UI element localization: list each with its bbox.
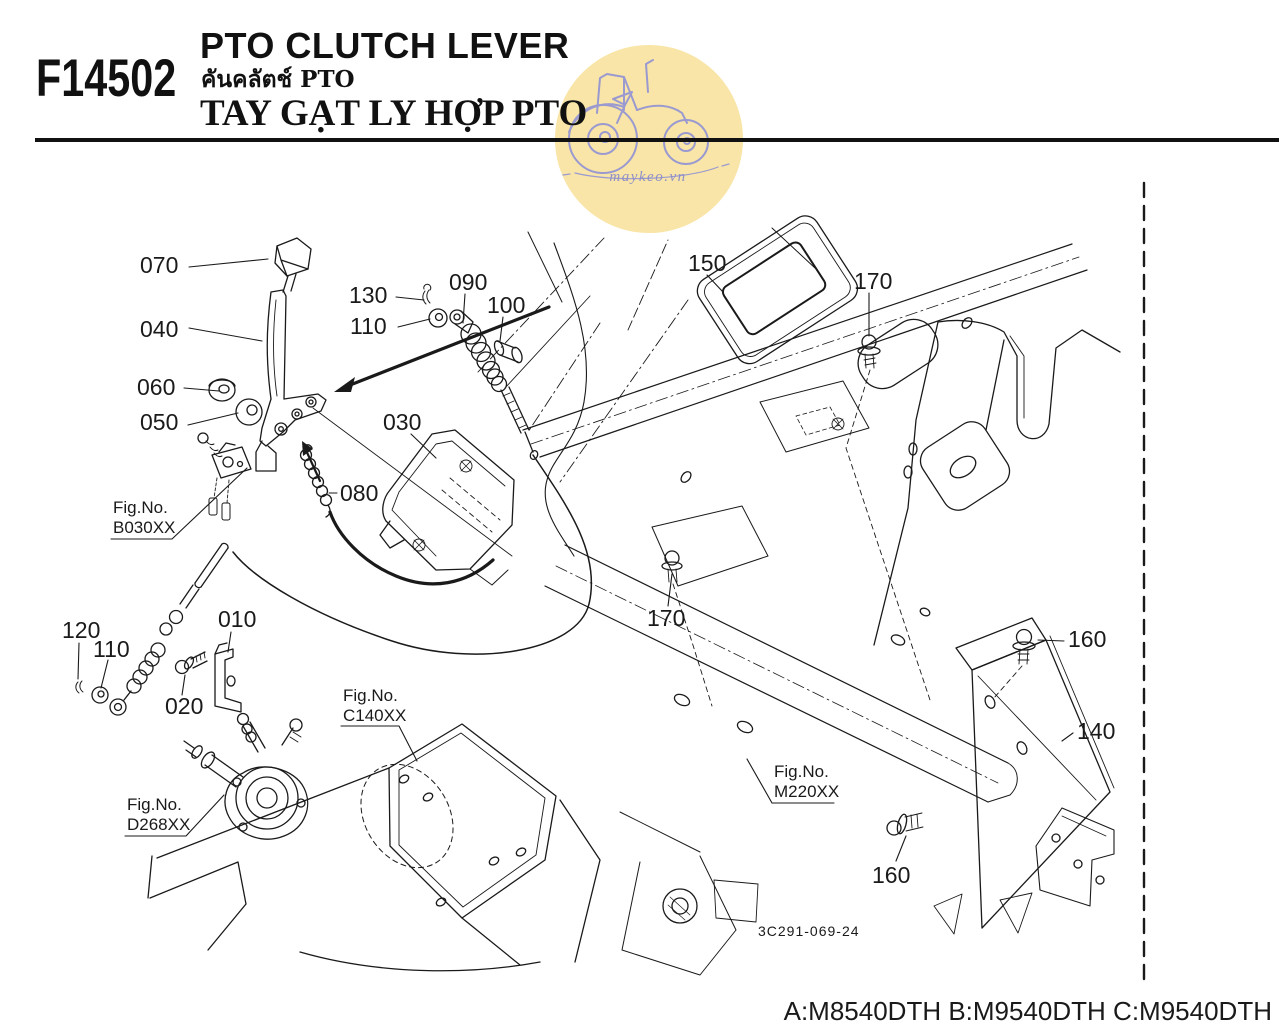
part-label-160-bottom: 160 bbox=[872, 862, 910, 888]
spring-080 bbox=[299, 444, 333, 518]
figref-b030xx-code: B030XX bbox=[113, 518, 175, 537]
transmission-case bbox=[147, 237, 689, 972]
part-label-010: 010 bbox=[218, 606, 256, 632]
bracket-030 bbox=[379, 429, 515, 586]
part-label-040: 040 bbox=[140, 316, 178, 342]
lower-cable-assembly bbox=[75, 542, 242, 716]
part-label-160-top: 160 bbox=[1068, 626, 1106, 652]
part-label-060: 060 bbox=[137, 374, 175, 400]
part-label-070: 070 bbox=[140, 252, 178, 278]
part-label-030: 030 bbox=[383, 409, 421, 435]
panel-140 bbox=[933, 617, 1115, 935]
d268xx-valve bbox=[183, 712, 309, 840]
part-label-110-bottom: 110 bbox=[93, 636, 130, 662]
part-label-050: 050 bbox=[140, 409, 178, 435]
part-label-130: 130 bbox=[349, 282, 387, 308]
part-label-170-top: 170 bbox=[854, 268, 892, 294]
figref-b030xx-label: Fig.No. bbox=[113, 498, 168, 517]
part-label-100: 100 bbox=[487, 292, 525, 318]
figref-m220xx-label: Fig.No. bbox=[774, 762, 829, 781]
fig-references: Fig.No. B030XX Fig.No. C140XX Fig.No. D2… bbox=[113, 498, 839, 834]
watermark-text: maykeo.vn bbox=[609, 169, 686, 185]
clutch-cable bbox=[232, 407, 593, 655]
cover-150 bbox=[696, 215, 859, 365]
figref-d268xx-label: Fig.No. bbox=[127, 795, 182, 814]
part-label-120: 120 bbox=[62, 617, 100, 643]
axle-housing bbox=[619, 811, 759, 976]
figref-c140xx-code: C140XX bbox=[343, 706, 406, 725]
lever-assembly bbox=[208, 237, 327, 472]
leader-lines bbox=[77, 258, 1074, 862]
figref-d268xx-code: D268XX bbox=[127, 815, 190, 834]
b030xx-part bbox=[197, 432, 252, 521]
bolt-160-bottom bbox=[886, 812, 924, 836]
header-divider bbox=[35, 138, 1279, 142]
upper-cable-assembly bbox=[422, 283, 591, 460]
part-label-140: 140 bbox=[1077, 718, 1115, 744]
page-title-vi: TAY GẠT LY HỢP PTO bbox=[200, 93, 588, 134]
page-title-en: PTO CLUTCH LEVER bbox=[200, 25, 570, 66]
bolt-170-mid bbox=[661, 550, 713, 707]
models-note: A:M8540DTH B:M9540DTH C:M9540DTH bbox=[784, 996, 1272, 1026]
part-label-170-mid: 170 bbox=[647, 605, 685, 631]
page-title-th: คันคลัตช์ PTO bbox=[201, 66, 355, 93]
part-label-020: 020 bbox=[165, 693, 203, 719]
figref-c140xx-label: Fig.No. bbox=[343, 686, 398, 705]
part-label-150: 150 bbox=[688, 250, 726, 276]
part-label-080: 080 bbox=[340, 480, 378, 506]
part-label-090: 090 bbox=[449, 269, 487, 295]
bolt-160-top bbox=[993, 628, 1036, 699]
part-labels: 070 040 060 050 130 110 090 100 030 080 … bbox=[62, 250, 1115, 888]
cab-frame bbox=[522, 215, 1121, 803]
figref-m220xx-code: M220XX bbox=[774, 782, 839, 801]
pointer-arrow bbox=[302, 305, 551, 483]
figure-code: F14502 bbox=[36, 49, 177, 108]
part-label-110-top: 110 bbox=[350, 313, 387, 339]
bolt-170-top bbox=[845, 334, 931, 701]
drawing-number: 3C291-069-24 bbox=[758, 923, 860, 939]
